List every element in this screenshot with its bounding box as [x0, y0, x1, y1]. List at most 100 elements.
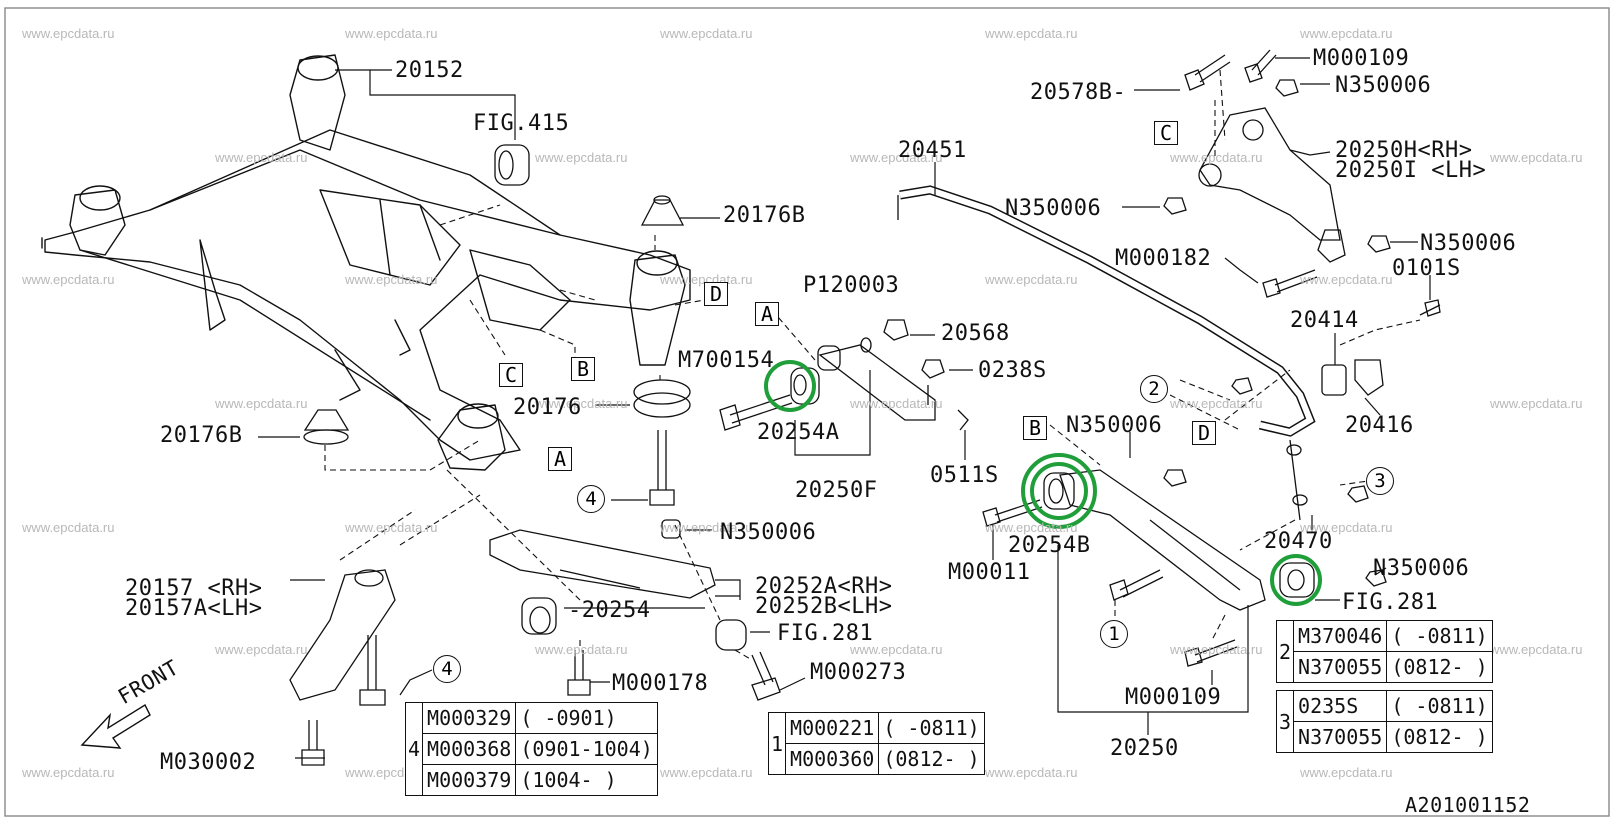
watermark: www.epcdata.ru [345, 520, 438, 535]
part-label-20451: 20451 [898, 138, 967, 163]
watermark: www.epcdata.ru [660, 26, 753, 41]
part-label-20254a: 20254A [757, 420, 840, 445]
watermark: www.epcdata.ru [660, 765, 753, 780]
variant-table-key: 1 [767, 712, 787, 775]
part-label-20250: 20250 [1110, 736, 1179, 761]
watermark: www.epcdata.ru [215, 150, 308, 165]
part-label-20416: 20416 [1345, 413, 1414, 438]
variant-part: M000368 [422, 733, 517, 765]
variant-part: N370055 [1293, 651, 1388, 683]
watermark: www.epcdata.ru [985, 26, 1078, 41]
watermark: www.epcdata.ru [985, 765, 1078, 780]
part-label-20250h-rh: 20250H<RH> [1335, 138, 1473, 163]
highlight-20254A [764, 360, 816, 412]
variant-range: (0812- ) [878, 743, 985, 775]
part-label-20578b: 20578B- [1030, 80, 1127, 105]
watermark: www.epcdata.ru [1170, 396, 1263, 411]
part-label-20414: 20414 [1290, 308, 1359, 333]
part-label-20250f: 20250F [795, 478, 878, 503]
variant-table-key: 2 [1275, 620, 1295, 683]
watermark: www.epcdata.ru [1300, 765, 1393, 780]
watermark: www.epcdata.ru [1490, 396, 1583, 411]
variant-table-3: 3 0235S ( -0811) N370055 (0812- ) [1275, 690, 1493, 753]
variant-part: M000329 [422, 702, 517, 734]
part-label-p120003: P120003 [803, 273, 900, 298]
variant-part: M370046 [1293, 620, 1388, 652]
highlight-20254B-outer [1021, 453, 1097, 529]
bushings-and-mounts [80, 49, 1441, 766]
callout-3: 3 [1366, 467, 1394, 495]
watermark: www.epcdata.ru [1300, 272, 1393, 287]
diagram-id: A201001152 [1405, 793, 1531, 817]
ref-box-b: B [1023, 416, 1047, 440]
watermark: www.epcdata.ru [535, 642, 628, 657]
part-label-20254b: 20254B [1008, 533, 1091, 558]
part-label-n350006-c: N350006 [1005, 196, 1102, 221]
part-label-20157a-lh: 20157A<LH> [125, 596, 263, 621]
part-label-0238s: 0238S [978, 358, 1047, 383]
watermark: www.epcdata.ru [22, 520, 115, 535]
part-label-20152: 20152 [395, 58, 464, 83]
part-label-20176b-top: 20176B [723, 203, 806, 228]
variant-range: (1004- ) [515, 764, 658, 796]
variant-table-2: 2 M370046 ( -0811) N370055 (0812- ) [1275, 620, 1493, 683]
watermark: www.epcdata.ru [1300, 26, 1393, 41]
watermark: www.epcdata.ru [215, 396, 308, 411]
part-label-m000273: M000273 [810, 660, 907, 685]
part-label-m000182: M000182 [1115, 246, 1212, 271]
variant-range: (0812- ) [1386, 721, 1493, 753]
diagram-border [4, 7, 1610, 817]
watermark: www.epcdata.ru [660, 520, 753, 535]
ref-box-c: C [499, 363, 523, 387]
dashed-guides [324, 69, 1421, 661]
part-label-20250i-lh: 20250I <LH> [1335, 158, 1487, 183]
watermark: www.epcdata.ru [345, 272, 438, 287]
watermark: www.epcdata.ru [22, 765, 115, 780]
ref-box-c: C [1154, 121, 1178, 145]
watermark: www.epcdata.ru [985, 520, 1078, 535]
part-label-n350006-top: N350006 [1335, 73, 1432, 98]
variant-table-key: 4 [404, 702, 424, 796]
variant-part: M000379 [422, 764, 517, 796]
watermark: www.epcdata.ru [215, 642, 308, 657]
highlight-circles [764, 360, 1322, 606]
part-label-fig281-left: FIG.281 [777, 621, 874, 646]
part-label-m000109-top: M000109 [1313, 46, 1410, 71]
variant-range: ( -0811) [878, 712, 985, 744]
leader-lines [258, 57, 1431, 759]
ref-box-b: B [571, 357, 595, 381]
subframe-drawing [41, 54, 691, 471]
variant-table-1: 1 M000221 ( -0811) M000360 (0812- ) [767, 712, 985, 775]
watermark: www.epcdata.ru [345, 26, 438, 41]
variant-range: ( -0811) [1386, 620, 1493, 652]
callout-4: 4 [433, 655, 461, 683]
watermark: www.epcdata.ru [1490, 642, 1583, 657]
part-label-fig281-right: FIG.281 [1342, 590, 1439, 615]
part-label-n350006-b: N350006 [1066, 413, 1163, 438]
watermark: www.epcdata.ru [850, 396, 943, 411]
watermark: www.epcdata.ru [1490, 150, 1583, 165]
watermark: www.epcdata.ru [1170, 150, 1263, 165]
variant-part: 0235S [1293, 690, 1388, 722]
variant-range: ( -0811) [1386, 690, 1493, 722]
part-label-20176: 20176 [513, 395, 582, 420]
watermark: www.epcdata.ru [22, 26, 115, 41]
part-label-m00011: M00011 [948, 560, 1031, 585]
ref-box-d: D [704, 282, 728, 306]
part-label-m000109-bot: M000109 [1125, 685, 1222, 710]
variant-range: (0812- ) [1386, 651, 1493, 683]
part-label-m700154: M700154 [678, 348, 775, 373]
part-label-20470: 20470 [1264, 529, 1333, 554]
watermark: www.epcdata.ru [850, 642, 943, 657]
part-label-20568: 20568 [941, 321, 1010, 346]
part-label-n350006-mid: N350006 [720, 520, 817, 545]
variant-table-key: 3 [1275, 690, 1295, 753]
part-label-20252a-rh: 20252A<RH> [755, 574, 893, 599]
variant-part: M000221 [785, 712, 880, 744]
part-label-fig415: FIG.415 [473, 111, 570, 136]
variant-range: (0901-1004) [515, 733, 658, 765]
watermark: www.epcdata.ru [985, 272, 1078, 287]
ref-box-d: D [1192, 421, 1216, 445]
